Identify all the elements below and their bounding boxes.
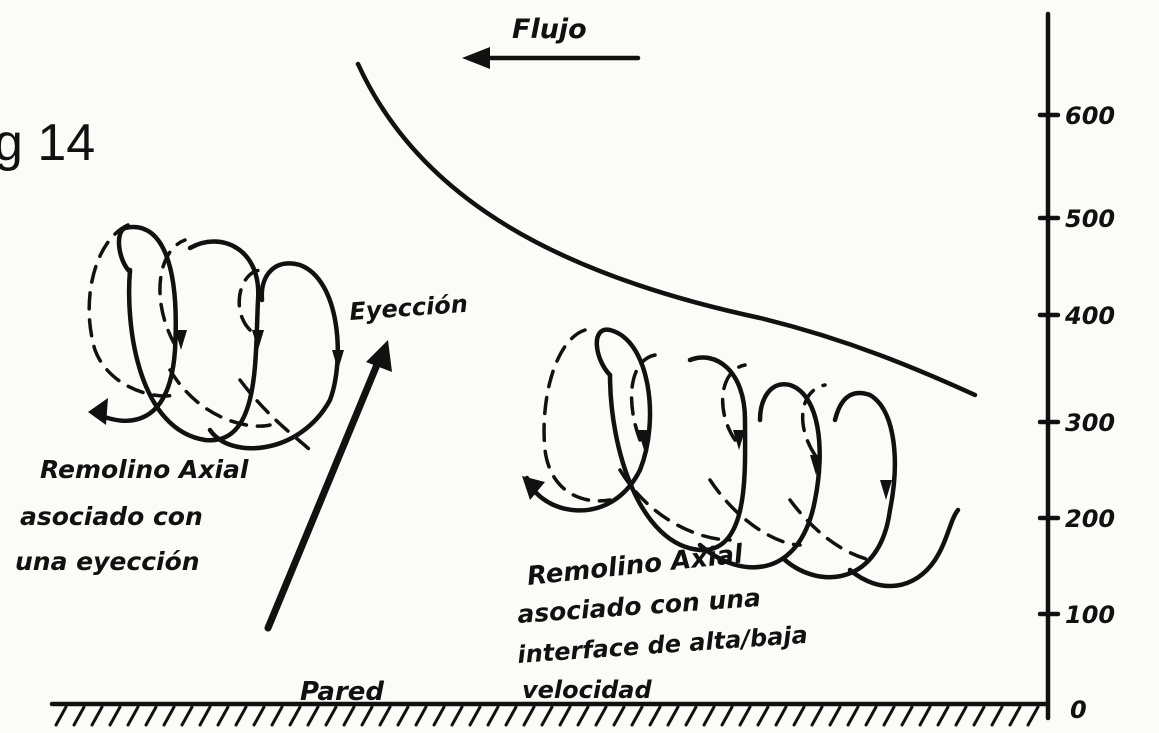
axis-tick-600: 600 bbox=[1065, 102, 1115, 130]
flow-label: Flujo bbox=[512, 14, 587, 45]
ejection-arrow bbox=[268, 340, 392, 628]
wall-hatch-mark bbox=[614, 707, 624, 725]
right-vortex-label-line-2: asociado con una bbox=[516, 583, 761, 629]
wall-hatch-mark bbox=[542, 707, 552, 725]
wall-hatch-mark bbox=[362, 707, 372, 725]
flow-arrow bbox=[462, 47, 638, 69]
wall-hatch-mark bbox=[164, 707, 174, 725]
left-vortex-label-line-1: Remolino Axial bbox=[40, 455, 249, 484]
axis-tick-400: 400 bbox=[1064, 302, 1115, 330]
wall-hatch-mark bbox=[866, 707, 876, 725]
right-vortex-label-line-4: velocidad bbox=[522, 676, 652, 704]
left-vortex-label-line-3: una eyección bbox=[15, 547, 200, 576]
wall-hatch-mark bbox=[920, 707, 930, 725]
wall-hatch-mark bbox=[1028, 707, 1038, 725]
wall-hatch-mark bbox=[848, 707, 858, 725]
ejection-label: Eyección bbox=[348, 290, 468, 326]
wall-hatch-mark bbox=[488, 707, 498, 725]
wall-hatch-mark bbox=[290, 707, 300, 725]
wall-hatch-mark bbox=[308, 707, 318, 725]
wall-hatch-mark bbox=[956, 707, 966, 725]
wall-hatch-mark bbox=[398, 707, 408, 725]
wall-hatch-mark bbox=[758, 707, 768, 725]
wall-hatch-mark bbox=[254, 707, 264, 725]
wall-hatch-mark bbox=[632, 707, 642, 725]
wall-hatch-mark bbox=[830, 707, 840, 725]
wall-hatch-mark bbox=[380, 707, 390, 725]
left-vortex-label-line-2: asociado con bbox=[20, 502, 203, 531]
wall-hatch-mark bbox=[326, 707, 336, 725]
wall-hatch-mark bbox=[776, 707, 786, 725]
wall-hatch-mark bbox=[722, 707, 732, 725]
wall-hatch-mark bbox=[560, 707, 570, 725]
wall-hatch-mark bbox=[1010, 707, 1020, 725]
wall-hatch-mark bbox=[578, 707, 588, 725]
right-vortex-label-line-3: interface de alta/baja bbox=[516, 621, 808, 669]
wall-hatch-mark bbox=[650, 707, 660, 725]
interface-curve bbox=[358, 64, 975, 395]
wall-label: Pared bbox=[300, 677, 384, 707]
wall-hatch-mark bbox=[56, 707, 66, 725]
wall-hatch-mark bbox=[110, 707, 120, 725]
axis-tick-300: 300 bbox=[1065, 409, 1115, 437]
wall-hatch-mark bbox=[74, 707, 84, 725]
wall-hatch-mark bbox=[686, 707, 696, 725]
wall-hatch-mark bbox=[236, 707, 246, 725]
wall-hatch-mark bbox=[452, 707, 462, 725]
wall-hatch-mark bbox=[902, 707, 912, 725]
wall-hatch-mark bbox=[884, 707, 894, 725]
wall-hatch-mark bbox=[506, 707, 516, 725]
wall-hatch-mark bbox=[524, 707, 534, 725]
figure-title: g 14 bbox=[0, 114, 95, 172]
wall-hatch-mark bbox=[668, 707, 678, 725]
wall-hatch-mark bbox=[704, 707, 714, 725]
wall-hatch-mark bbox=[200, 707, 210, 725]
wall-hatch-mark bbox=[344, 707, 354, 725]
wall-hatch-mark bbox=[92, 707, 102, 725]
wall-hatch-mark bbox=[596, 707, 606, 725]
wall-hatch-mark bbox=[434, 707, 444, 725]
wall-hatch-mark bbox=[470, 707, 480, 725]
axis-tick-0: 0 bbox=[1070, 696, 1087, 724]
wall-hatch-mark bbox=[992, 707, 1002, 725]
wall-hatch-mark bbox=[146, 707, 156, 725]
wall-hatch-mark bbox=[938, 707, 948, 725]
left-axial-vortex bbox=[88, 225, 344, 450]
wall-hatch-mark bbox=[218, 707, 228, 725]
wall-hatch-mark bbox=[794, 707, 804, 725]
wall-hatch-mark bbox=[272, 707, 282, 725]
wall-hatch-mark bbox=[416, 707, 426, 725]
wall-hatch-mark bbox=[182, 707, 192, 725]
wall-hatch-mark bbox=[812, 707, 822, 725]
wall-hatch-mark bbox=[128, 707, 138, 725]
wall-hatch-mark bbox=[740, 707, 750, 725]
axis-tick-100: 100 bbox=[1065, 601, 1115, 629]
wall-hatch-mark bbox=[974, 707, 984, 725]
right-vortex-label-line-1: Remolino Axial bbox=[526, 539, 746, 592]
wall bbox=[52, 704, 1045, 725]
vertical-axis bbox=[1040, 14, 1058, 718]
axis-tick-200: 200 bbox=[1065, 505, 1115, 533]
axis-tick-500: 500 bbox=[1065, 205, 1115, 233]
